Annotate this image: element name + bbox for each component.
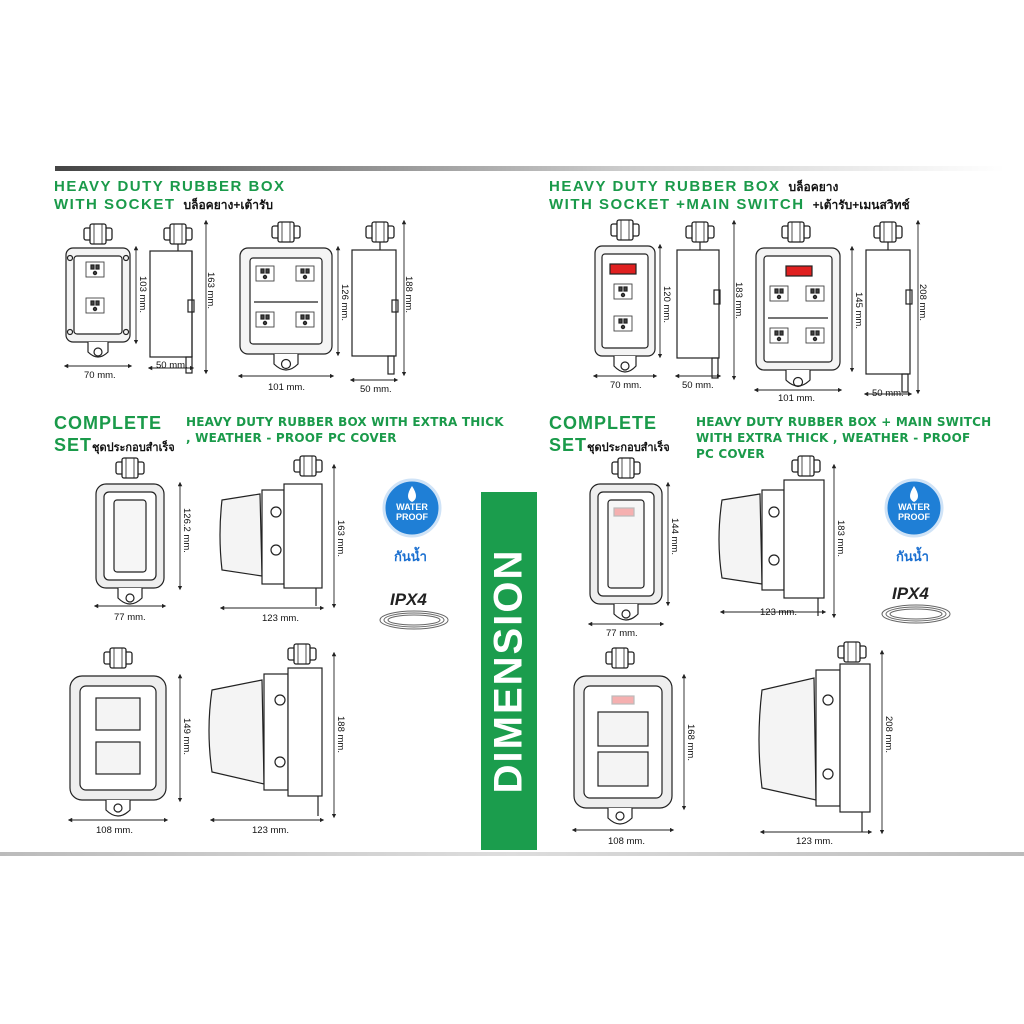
right-desc-line2: WITH EXTRA THICK , WEATHER - PROOF: [696, 431, 971, 445]
dim-left-b-total: 188 mm.: [403, 276, 414, 313]
dim-right-a-depth: 50 mm.: [682, 380, 714, 391]
badge-right-line1: WATER: [898, 502, 930, 512]
dim-right-d-depth: 123 mm.: [796, 836, 833, 847]
left-title: HEAVY DUTY RUBBER BOX WITH SOCKET บล็อคย…: [54, 178, 286, 214]
left-desc-line1: HEAVY DUTY RUBBER BOX WITH EXTRA THICK: [186, 415, 504, 429]
bottom-divider: [0, 852, 1024, 856]
dim-right-b-depth: 50 mm.: [872, 388, 904, 399]
right-set-label: SET: [549, 435, 588, 455]
dim-left-c-height: 126.2 mm.: [181, 508, 192, 553]
left-complete-thai: ชุดประกอบสำเร็จ: [92, 442, 175, 454]
dimension-banner-text: DIMENSION: [486, 548, 531, 794]
water-badge-right: [884, 478, 944, 538]
water-badge-left: [382, 478, 442, 538]
top-divider: [55, 166, 1005, 171]
dim-left-a-height: 103 mm.: [137, 276, 148, 313]
left-title-line1: HEAVY DUTY RUBBER BOX: [54, 178, 286, 195]
dim-left-b-width: 101 mm.: [268, 382, 305, 393]
dim-right-b-height: 145 mm.: [853, 292, 864, 329]
right-title-thai-2: +เต้ารับ+เมนสวิทช์: [812, 198, 910, 212]
dim-right-d-total: 208 mm.: [883, 716, 894, 753]
dim-right-a-height: 120 mm.: [661, 286, 672, 323]
right-desc-line1: HEAVY DUTY RUBBER BOX + MAIN SWITCH: [696, 415, 992, 429]
left-set-label: SET: [54, 435, 93, 455]
dim-left-a-width: 70 mm.: [84, 370, 116, 381]
right-desc-line3: PC COVER: [696, 447, 765, 461]
waterproof-thai-left: กันน้ำ: [394, 549, 427, 564]
dim-right-b-total: 208 mm.: [917, 284, 928, 321]
ipx4-label-right: IPX4: [892, 584, 929, 603]
waterproof-thai-right: กันน้ำ: [896, 549, 929, 564]
right-title-line2: WITH SOCKET +MAIN SWITCH: [549, 196, 805, 213]
right-title-line1: HEAVY DUTY RUBBER BOX: [549, 178, 781, 195]
dim-left-d-height: 149 mm.: [181, 718, 192, 755]
dimension-banner: DIMENSION: [481, 492, 537, 850]
right-complete-thai: ชุดประกอบสำเร็จ: [587, 442, 670, 454]
badge-right-line2: PROOF: [897, 512, 930, 522]
dim-right-c-width: 77 mm.: [606, 628, 638, 639]
right-complete-line1: COMPLETE: [549, 413, 658, 433]
right-title-thai-1: บล็อคยาง: [788, 180, 839, 194]
right-description: HEAVY DUTY RUBBER BOX + MAIN SWITCH WITH…: [696, 414, 991, 462]
water-proof-text-right: WATER PROOF: [884, 502, 944, 522]
right-title: HEAVY DUTY RUBBER BOX บล็อคยาง WITH SOCK…: [549, 178, 910, 214]
dim-left-a-total: 163 mm.: [205, 272, 216, 309]
left-desc-line2: , WEATHER - PROOF PC COVER: [186, 431, 397, 445]
right-complete-set: COMPLETE SET ชุดประกอบสำเร็จ: [549, 412, 670, 459]
dim-right-b-width: 101 mm.: [778, 393, 815, 404]
gland-left-a: [83, 223, 113, 245]
badge-left-line2: PROOF: [395, 512, 428, 522]
water-proof-text-left: WATER PROOF: [382, 502, 442, 522]
ipx4-label-left: IPX4: [390, 590, 427, 609]
dim-right-c-total: 183 mm.: [835, 520, 846, 557]
dim-right-c-height: 144 mm.: [669, 518, 680, 555]
left-title-thai: บล็อคยาง+เต้ารับ: [183, 198, 274, 212]
dim-left-b-height: 126 mm.: [339, 284, 350, 321]
dim-left-c-total: 163 mm.: [335, 520, 346, 557]
dim-left-c-depth: 123 mm.: [262, 613, 299, 624]
dim-left-a-depth: 50 mm.: [156, 360, 188, 371]
dim-right-a-total: 183 mm.: [733, 282, 744, 319]
left-title-line2: WITH SOCKET: [54, 196, 176, 213]
left-description: HEAVY DUTY RUBBER BOX WITH EXTRA THICK ,…: [186, 414, 504, 446]
dim-left-c-width: 77 mm.: [114, 612, 146, 623]
left-complete-line1: COMPLETE: [54, 413, 163, 433]
dim-left-b-depth: 50 mm.: [360, 384, 392, 395]
left-complete-set: COMPLETE SET ชุดประกอบสำเร็จ: [54, 412, 175, 459]
dim-left-d-total: 188 mm.: [335, 716, 346, 753]
dim-right-d-height: 168 mm.: [685, 724, 696, 761]
badge-left-line1: WATER: [396, 502, 428, 512]
dim-left-d-depth: 123 mm.: [252, 825, 289, 836]
dim-right-d-width: 108 mm.: [608, 836, 645, 847]
dim-right-c-depth: 123 mm.: [760, 607, 797, 618]
dim-right-a-width: 70 mm.: [610, 380, 642, 391]
dim-left-d-width: 108 mm.: [96, 825, 133, 836]
